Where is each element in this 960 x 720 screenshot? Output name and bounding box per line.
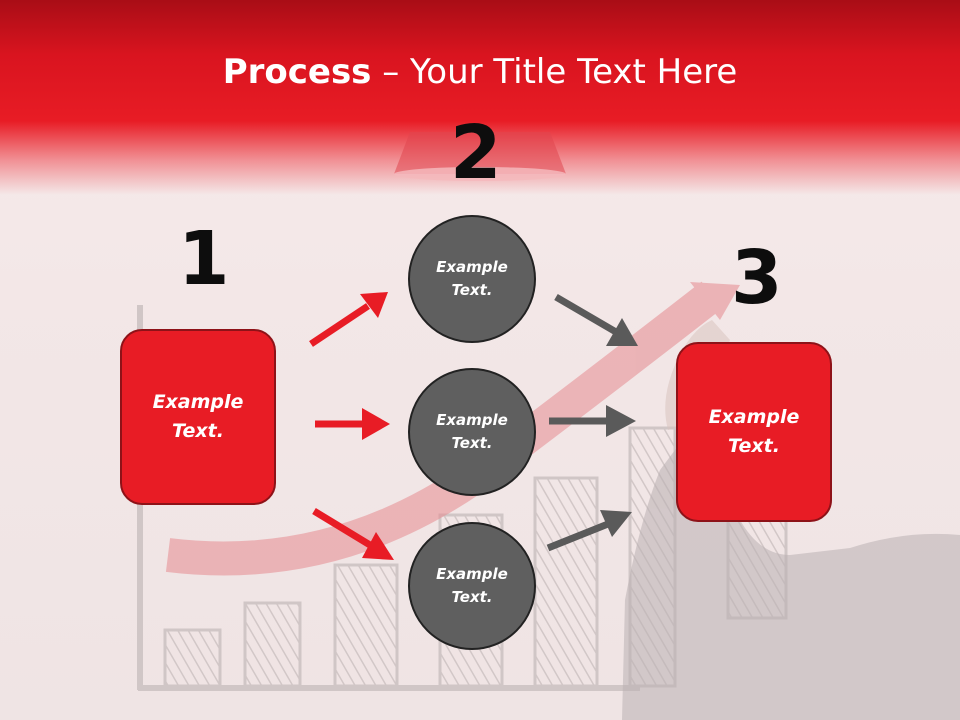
- step-3-box-text: Example Text.: [708, 406, 800, 457]
- title-bold-text: Process: [222, 52, 372, 92]
- step-number-1: 1: [178, 216, 230, 302]
- circle-middle[interactable]: Example Text.: [408, 368, 536, 496]
- step-3-box[interactable]: Example Text.: [676, 342, 832, 522]
- step-1-box[interactable]: Example Text.: [120, 329, 276, 505]
- circle-top[interactable]: Example Text.: [408, 215, 536, 343]
- circle-bottom-text: Example Text.: [436, 565, 508, 606]
- step-number-2: 2: [450, 110, 502, 196]
- circle-middle-text: Example Text.: [436, 411, 508, 452]
- circle-top-text: Example Text.: [436, 258, 508, 299]
- title-rest-text: – Your Title Text Here: [371, 52, 738, 92]
- circle-bottom[interactable]: Example Text.: [408, 522, 536, 650]
- step-1-box-text: Example Text.: [152, 391, 244, 442]
- slide-title[interactable]: Process – Your Title Text Here: [0, 52, 960, 92]
- step-number-3: 3: [731, 235, 783, 321]
- lamp-shade: [394, 132, 566, 181]
